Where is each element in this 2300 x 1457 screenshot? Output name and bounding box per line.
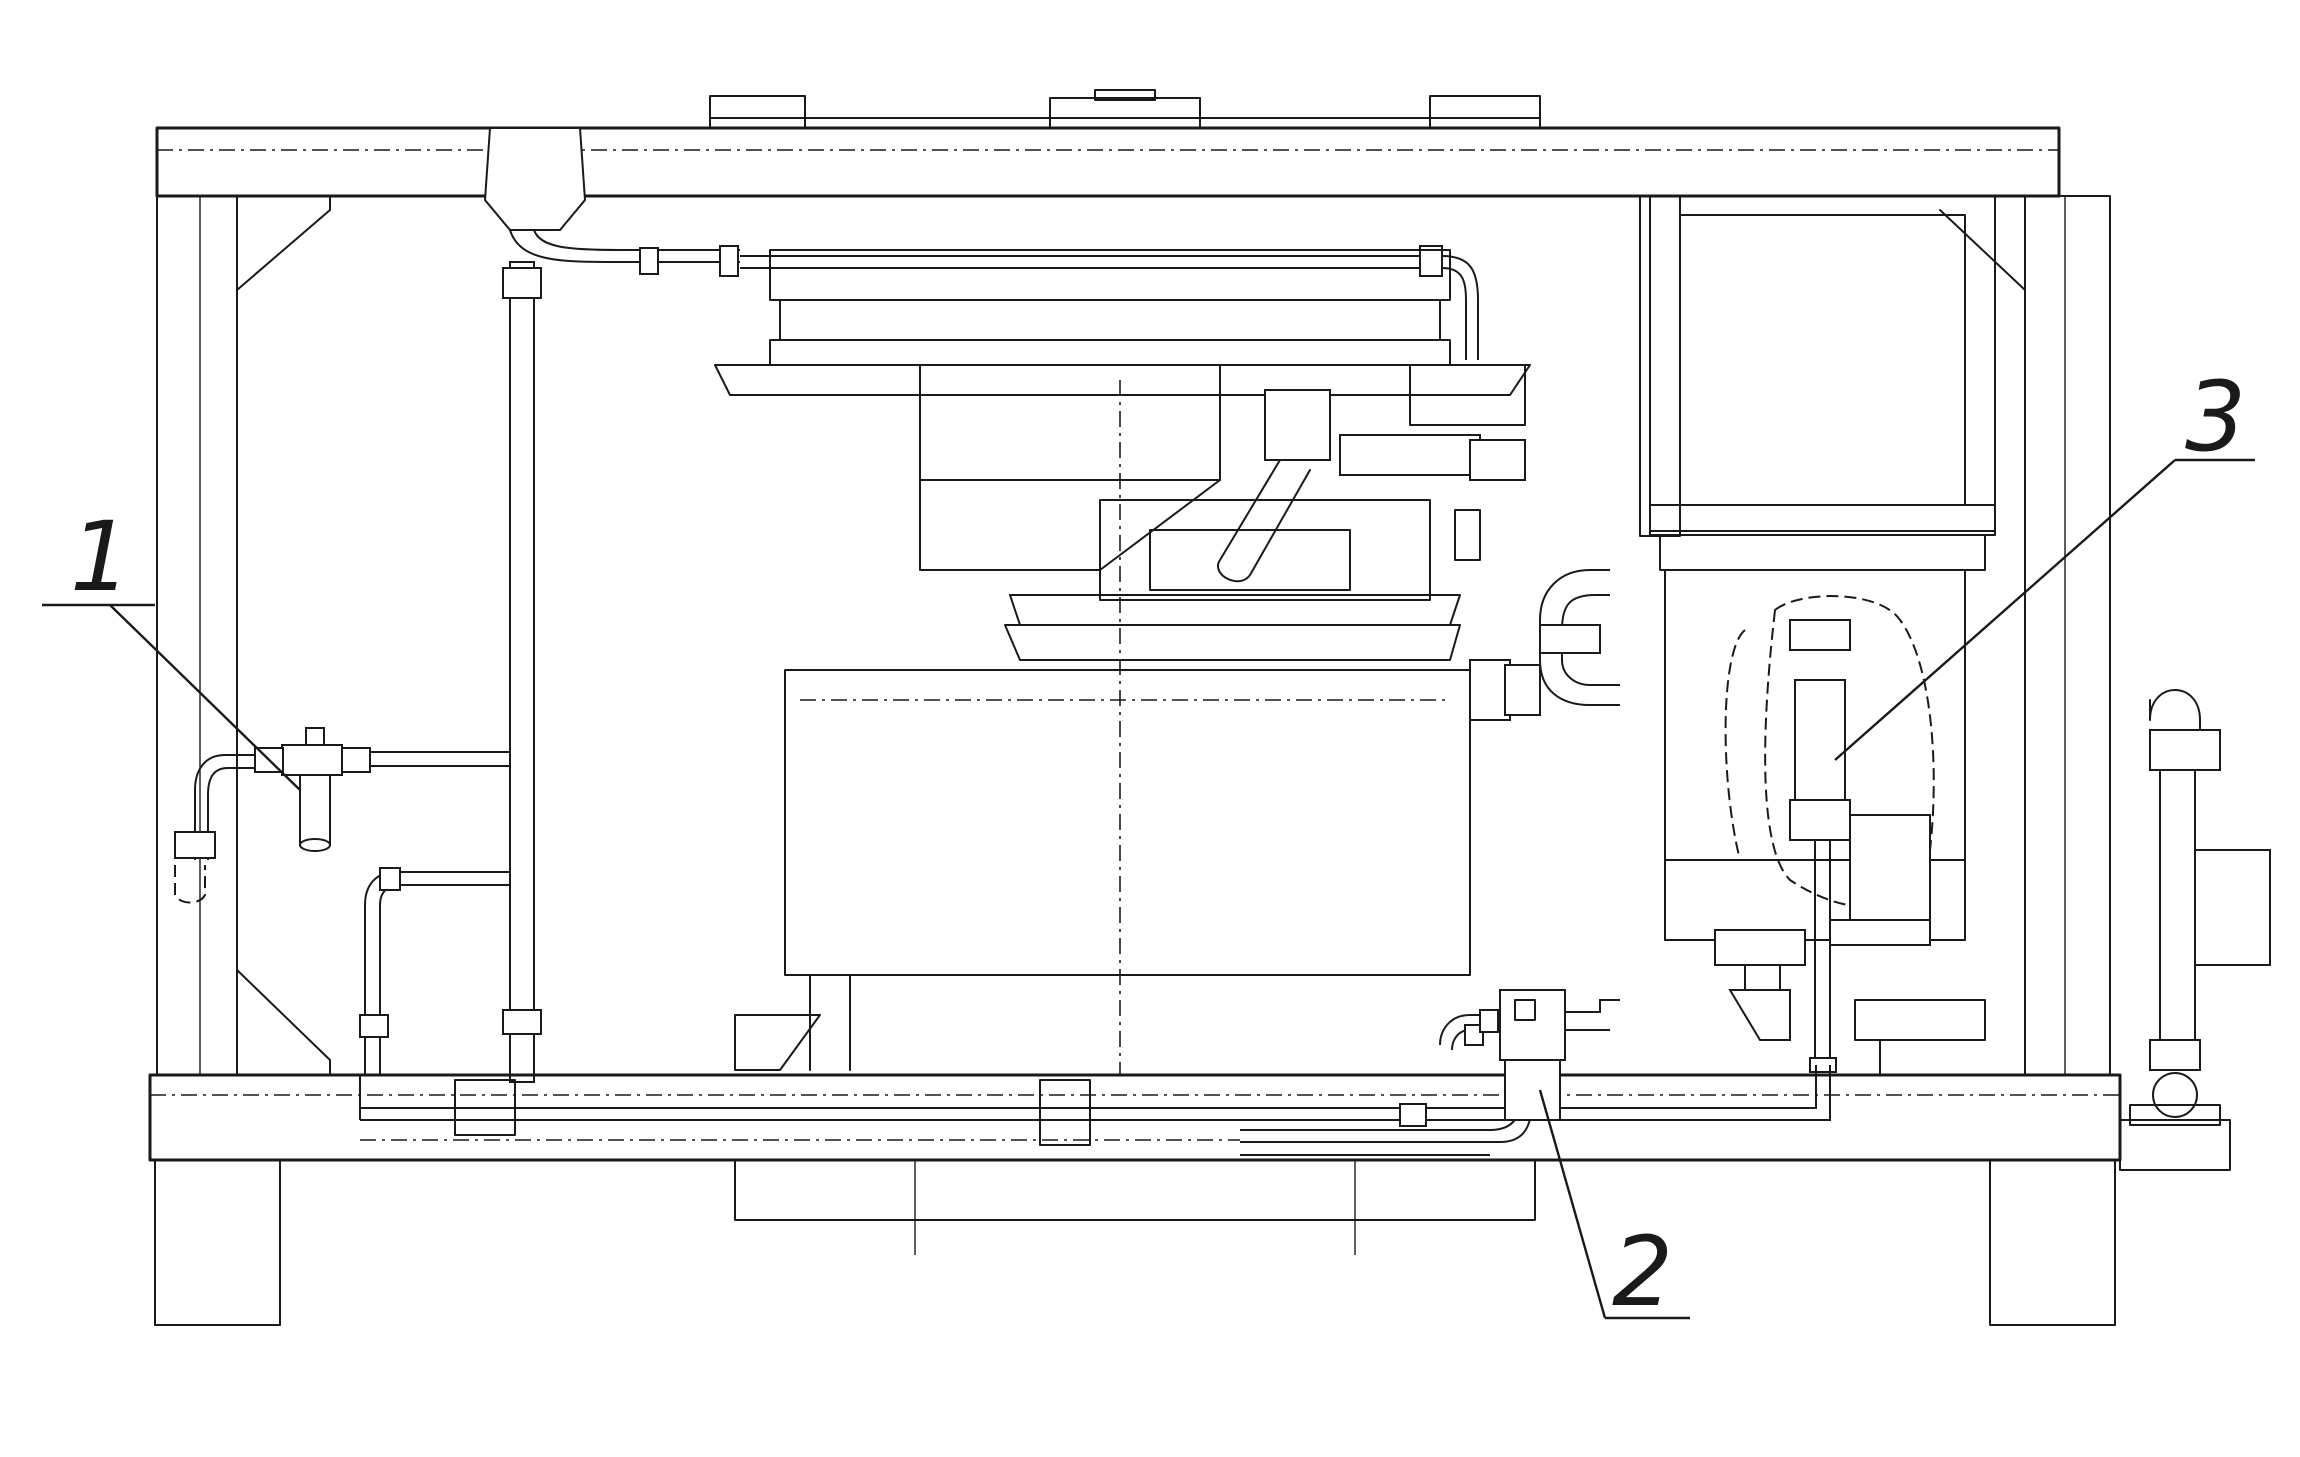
callout-3-label: 3 (2185, 361, 2246, 473)
lower-piping (340, 751, 1831, 1156)
filter-unit (174, 727, 371, 904)
callout-2-leader (1538, 1089, 1607, 1319)
callout-3-leader (1834, 459, 2176, 761)
frame (148, 89, 2231, 1326)
callout-2-label: 2 (1612, 1216, 1673, 1328)
distributor-block (1439, 989, 1620, 1121)
callout-1-label: 1 (70, 501, 131, 613)
callout-1-group: 1 (42, 501, 301, 791)
callout-2-group: 2 (1538, 1089, 1690, 1328)
standpipe (483, 127, 1479, 1083)
callout-1-leader (109, 604, 301, 791)
side-actuator (2129, 689, 2271, 1126)
callout-3-group: 3 (1834, 361, 2255, 761)
right-cabinet (1469, 195, 1996, 1076)
hopper-assembly (714, 249, 1531, 1075)
